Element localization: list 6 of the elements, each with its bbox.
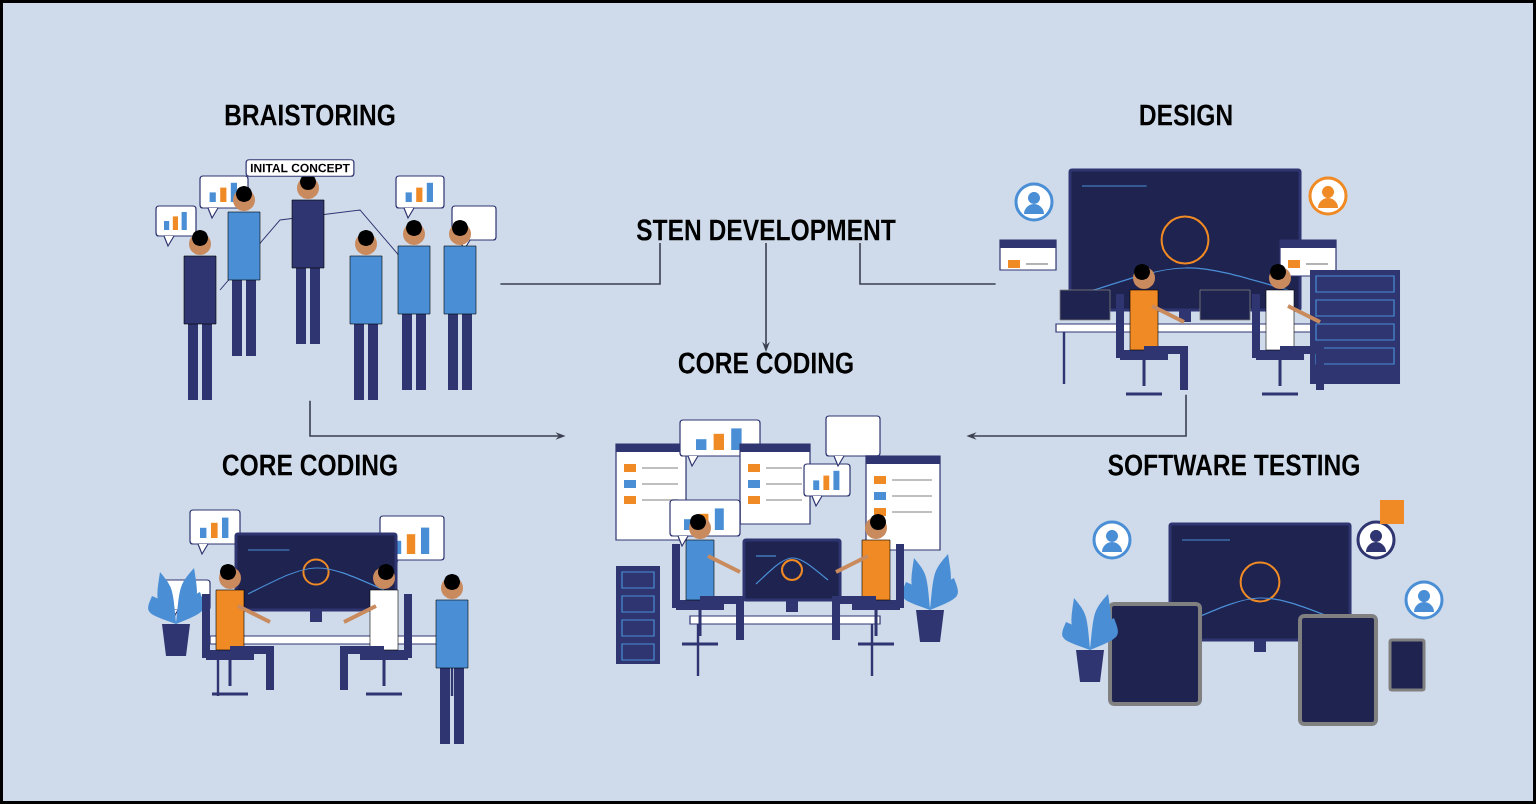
illustrated-stage: SOFTWARE TESTING [1108, 454, 1359, 476]
stage-label: STEN DEVELOPMENT [636, 219, 896, 241]
illustrated-stage: CORE CODING [222, 454, 397, 476]
illustrated-stage: DESIGN [1140, 104, 1232, 126]
illustrated-stage: BRAISTORING [225, 104, 395, 126]
illustrated-stage: CORE CODING [678, 352, 853, 374]
